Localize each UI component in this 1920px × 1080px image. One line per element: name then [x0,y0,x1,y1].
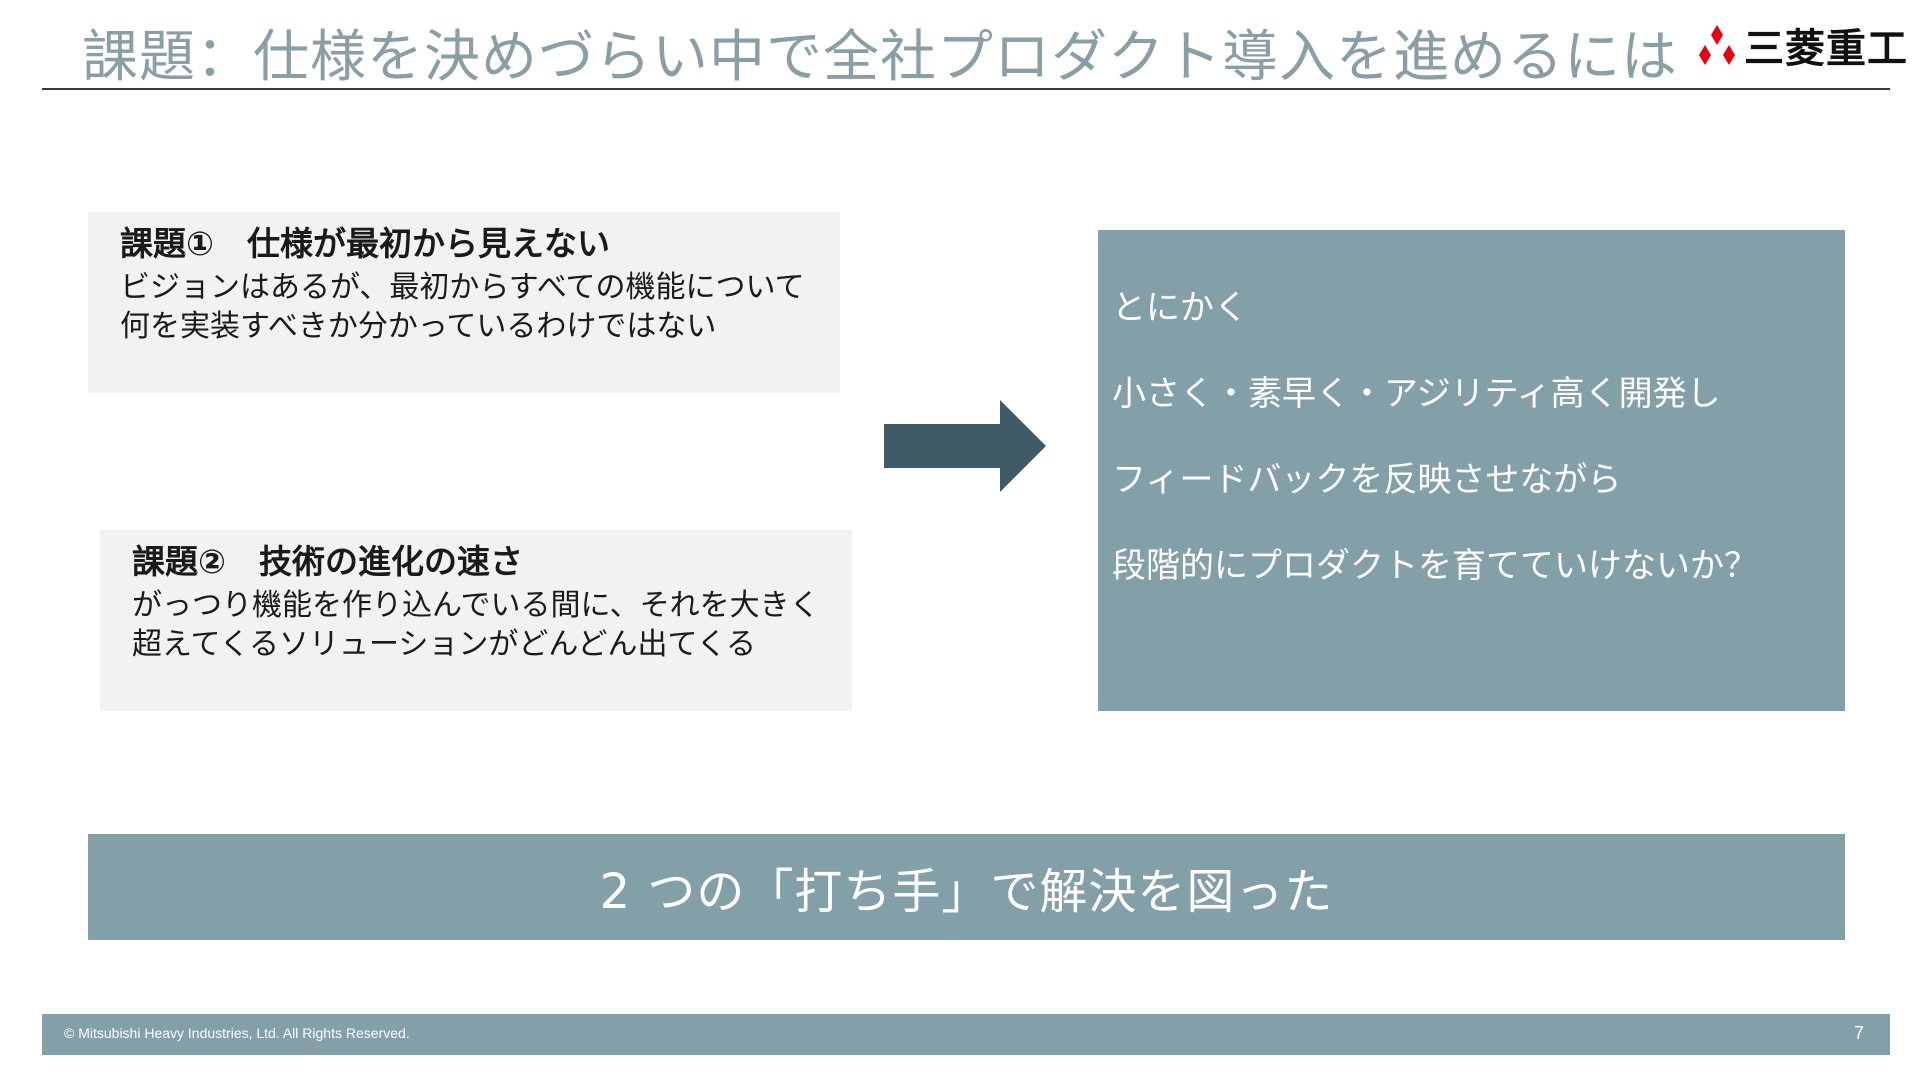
company-logo: 三菱重工 [1696,22,1908,72]
conclusion-banner: 2 つの「打ち手」で解決を図った [88,834,1845,940]
issue-card-2: 課題② 技術の進化の速さ がっつり機能を作り込んでいる間に、それを大きく超えてく… [100,530,852,711]
issue-title: 課題① 仕様が最初から見えない [120,224,610,263]
page-number: 7 [1853,1023,1864,1043]
solution-line: とにかく [1112,288,1248,328]
title-divider [42,88,1890,90]
conclusion-text: 2 つの「打ち手」で解決を図った [599,864,1334,920]
three-diamonds-icon [1699,25,1735,65]
issue-body: がっつり機能を作り込んでいる間に、それを大きく超えてくるソリューションがどんどん… [132,588,820,662]
logo-text: 三菱重工 [1744,26,1908,72]
footer-bar: © Mitsubishi Heavy Industries, Ltd. All … [42,1014,1890,1055]
solution-line: フィードバックを反映させながら [1112,460,1622,500]
slide-title: 課題：仕様を決めづらい中で全社プロダクト導入を進めるには [82,25,1678,90]
right-arrow-icon [884,400,1046,492]
solution-line: 小さく・素早く・アジリティ高く開発し [1112,374,1721,414]
issue-card-1: 課題① 仕様が最初から見えない ビジョンはあるが、最初からすべての機能について何… [88,212,840,393]
solution-line: 段階的にプロダクトを育てていけないか？ [1112,546,1758,586]
copyright-text: © Mitsubishi Heavy Industries, Ltd. All … [64,1025,410,1041]
issue-title: 課題② 技術の進化の速さ [132,542,523,581]
solution-panel: とにかく 小さく・素早く・アジリティ高く開発し フィードバックを反映させながら … [1098,230,1845,711]
issue-body: ビジョンはあるが、最初からすべての機能について何を実装すべきか分かっているわけで… [120,270,805,344]
